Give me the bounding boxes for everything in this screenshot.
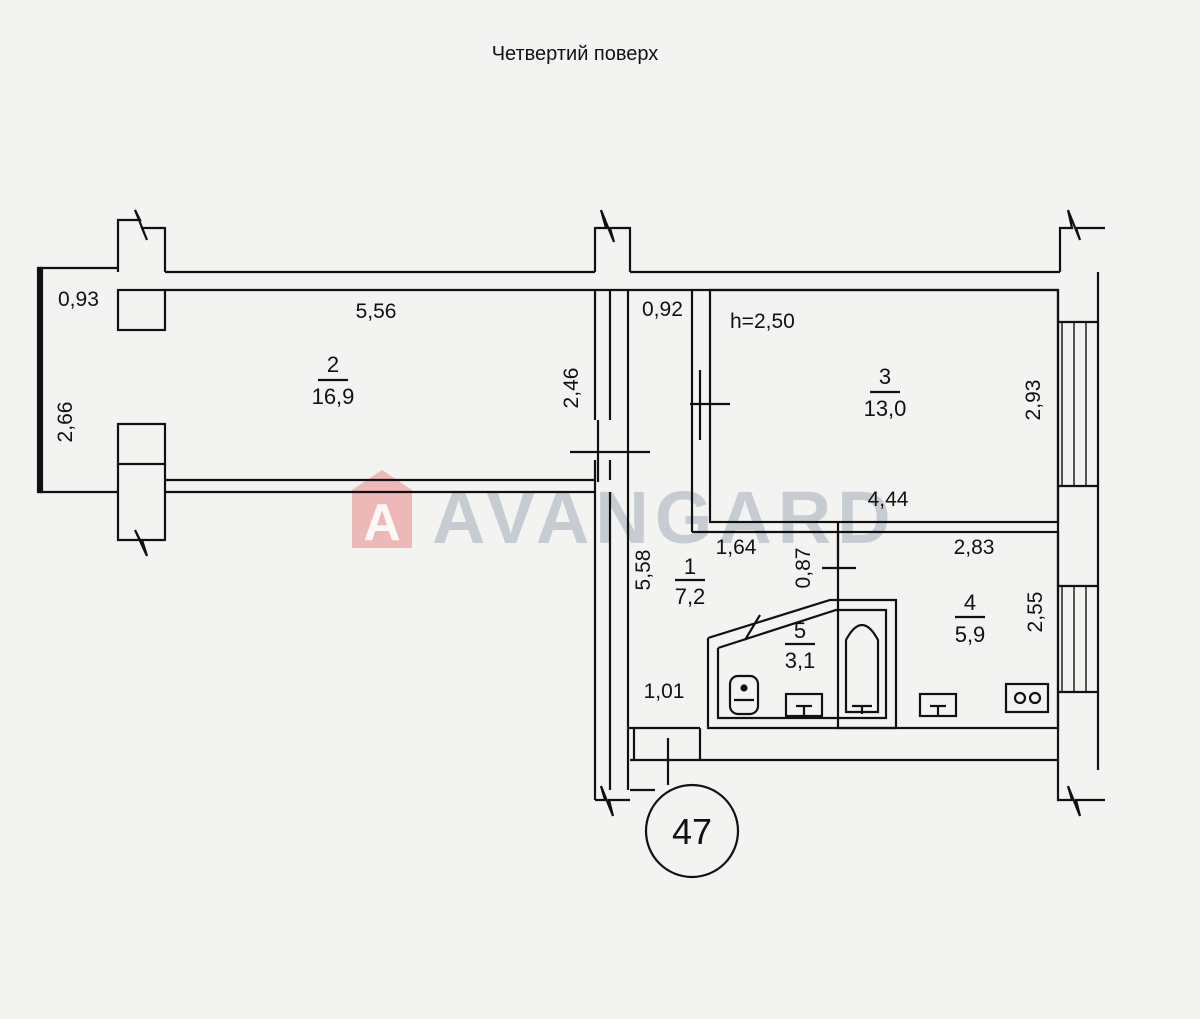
dim-corridor-top: 0,92 <box>642 298 683 321</box>
watermark-logo: A <box>352 470 412 552</box>
room-4-number: 4 <box>964 590 976 615</box>
dim-entry-width: 1,01 <box>644 680 685 703</box>
watermark-text: AVANGARD <box>432 476 897 559</box>
room-5-number: 5 <box>794 618 806 643</box>
room-4-area: 5,9 <box>955 622 986 647</box>
dim-balcony-width: 0,93 <box>58 288 99 311</box>
dim-kitchen-width: 2,55 <box>1024 592 1047 633</box>
dim-room2-length: 5,56 <box>356 300 397 323</box>
plan-title: Четвертий поверх <box>492 43 659 65</box>
dim-room3-width: 2,93 <box>1022 380 1045 421</box>
room-5-area: 3,1 <box>785 648 816 673</box>
walls <box>36 209 1105 879</box>
watermark-logo-letter: A <box>363 494 401 552</box>
room-1-area: 7,2 <box>675 584 706 609</box>
room-2-area: 16,9 <box>312 384 355 409</box>
dim-room3-length: 4,44 <box>868 488 909 511</box>
height-note: h=2,50 <box>730 310 795 333</box>
room-2-number: 2 <box>327 352 339 377</box>
room-1-number: 1 <box>684 554 696 579</box>
room-3-number: 3 <box>879 364 891 389</box>
room-3-area: 13,0 <box>864 396 907 421</box>
apartment-number: 47 <box>672 811 712 852</box>
dim-hall-length: 5,58 <box>632 550 655 591</box>
dim-hall-width: 1,64 <box>716 536 757 559</box>
dim-room2-width: 2,46 <box>560 368 583 409</box>
dim-bath-door: 0,87 <box>792 548 815 589</box>
dim-balcony-length: 2,66 <box>54 402 77 443</box>
dim-kitchen-length: 2,83 <box>954 536 995 559</box>
